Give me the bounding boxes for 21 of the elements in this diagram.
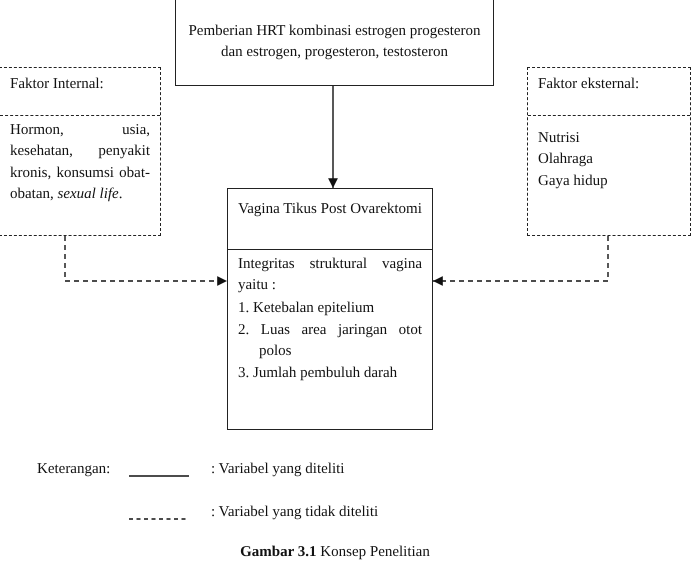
- body-text: Integritas struktural vagina yaitu :: [238, 255, 422, 296]
- factor-box: [527, 67, 691, 236]
- node-text: Pemberian HRT kombinasi estrogen progesteron dan estrogen, progesteron, testosteron: [187, 22, 482, 62]
- box-heading: Faktor Internal:: [0, 68, 160, 116]
- arrow: [328, 86, 338, 188]
- legend-text: : Variabel yang tidak diteliti: [211, 503, 378, 522]
- body-text: Nutrisi Olahraga Gaya hidup: [538, 129, 609, 191]
- arrow: [64, 236, 227, 286]
- body-text: Hormon, usia, kesehatan, penyakit kronis, konsumsi obat-obatan, sexual life.: [10, 121, 150, 204]
- box-heading: Faktor eksternal:: [528, 68, 690, 116]
- list-item: 3. Jumlah pembuluh darah: [238, 364, 398, 384]
- factor-box: [0, 67, 161, 236]
- list-item: 1. Ketebalan epitelium: [238, 298, 376, 318]
- figure-caption: Gambar 3.1 Konsep Penelitian: [239, 543, 431, 562]
- legend-heading: Keterangan:: [37, 460, 110, 479]
- legend-text: : Variabel yang diteliti: [211, 460, 344, 479]
- outcome-box: [227, 188, 433, 430]
- arrow: [433, 236, 609, 286]
- list-item: 2. Luas area jaringan otot polos: [238, 320, 422, 362]
- box-heading: Vagina Tikus Post Ovarektomi: [228, 189, 432, 250]
- treatment-box: [175, 0, 494, 86]
